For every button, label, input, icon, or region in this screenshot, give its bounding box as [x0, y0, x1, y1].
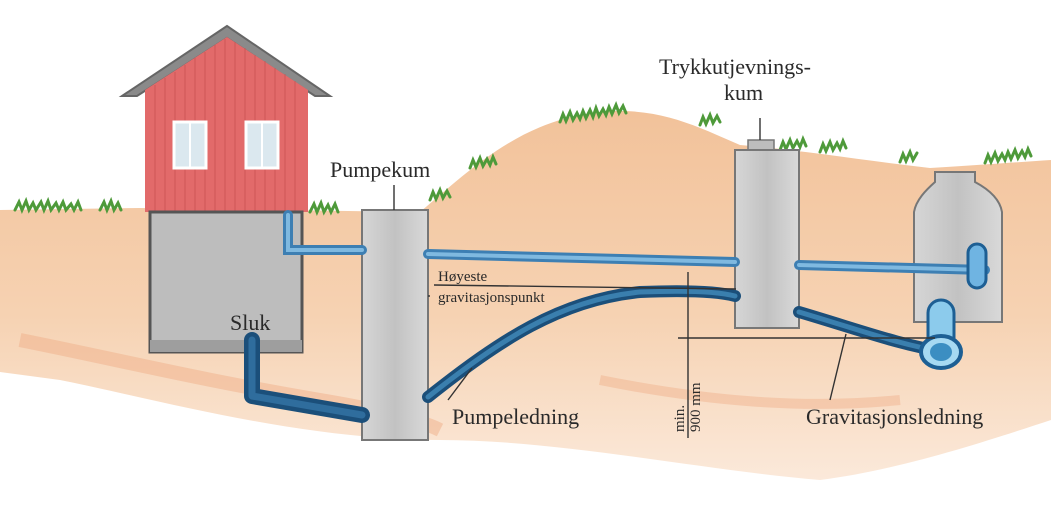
depth-value-label: 900 mm — [688, 382, 704, 432]
gravity-line-label: Gravitasjonsledning — [806, 404, 983, 429]
sluk-label: Sluk — [230, 310, 270, 335]
pump-chamber — [361, 209, 429, 441]
pressure-equalizing-chamber — [734, 149, 800, 329]
pump-line — [422, 285, 741, 403]
min-depth-label: min. — [672, 405, 688, 432]
pumpekum-label: Pumpekum — [330, 157, 430, 182]
manhole-inlet-elbow — [966, 242, 988, 290]
pressure-chamber-label-line2: kum — [724, 80, 763, 105]
sewer-manhole — [913, 171, 1003, 323]
pump-line-label: Pumpeledning — [452, 404, 579, 429]
basement-floor — [150, 340, 302, 352]
basement — [148, 210, 304, 354]
upper-pipe — [283, 210, 990, 275]
highest-gravity-point-label-line1: Høyeste — [438, 269, 487, 285]
leader-lines — [393, 118, 847, 401]
drain-pipe — [244, 332, 370, 423]
reference-lines — [428, 272, 935, 438]
pressure-chamber-label-line1: Trykkutjevnings- — [659, 54, 811, 79]
grass — [13, 101, 1033, 216]
house-icon — [118, 24, 334, 212]
highest-gravity-point-label-line2: gravitasjonspunkt — [438, 290, 545, 306]
sewer-main — [919, 298, 963, 370]
soil-streak — [599, 375, 901, 409]
house-roof — [118, 24, 334, 97]
